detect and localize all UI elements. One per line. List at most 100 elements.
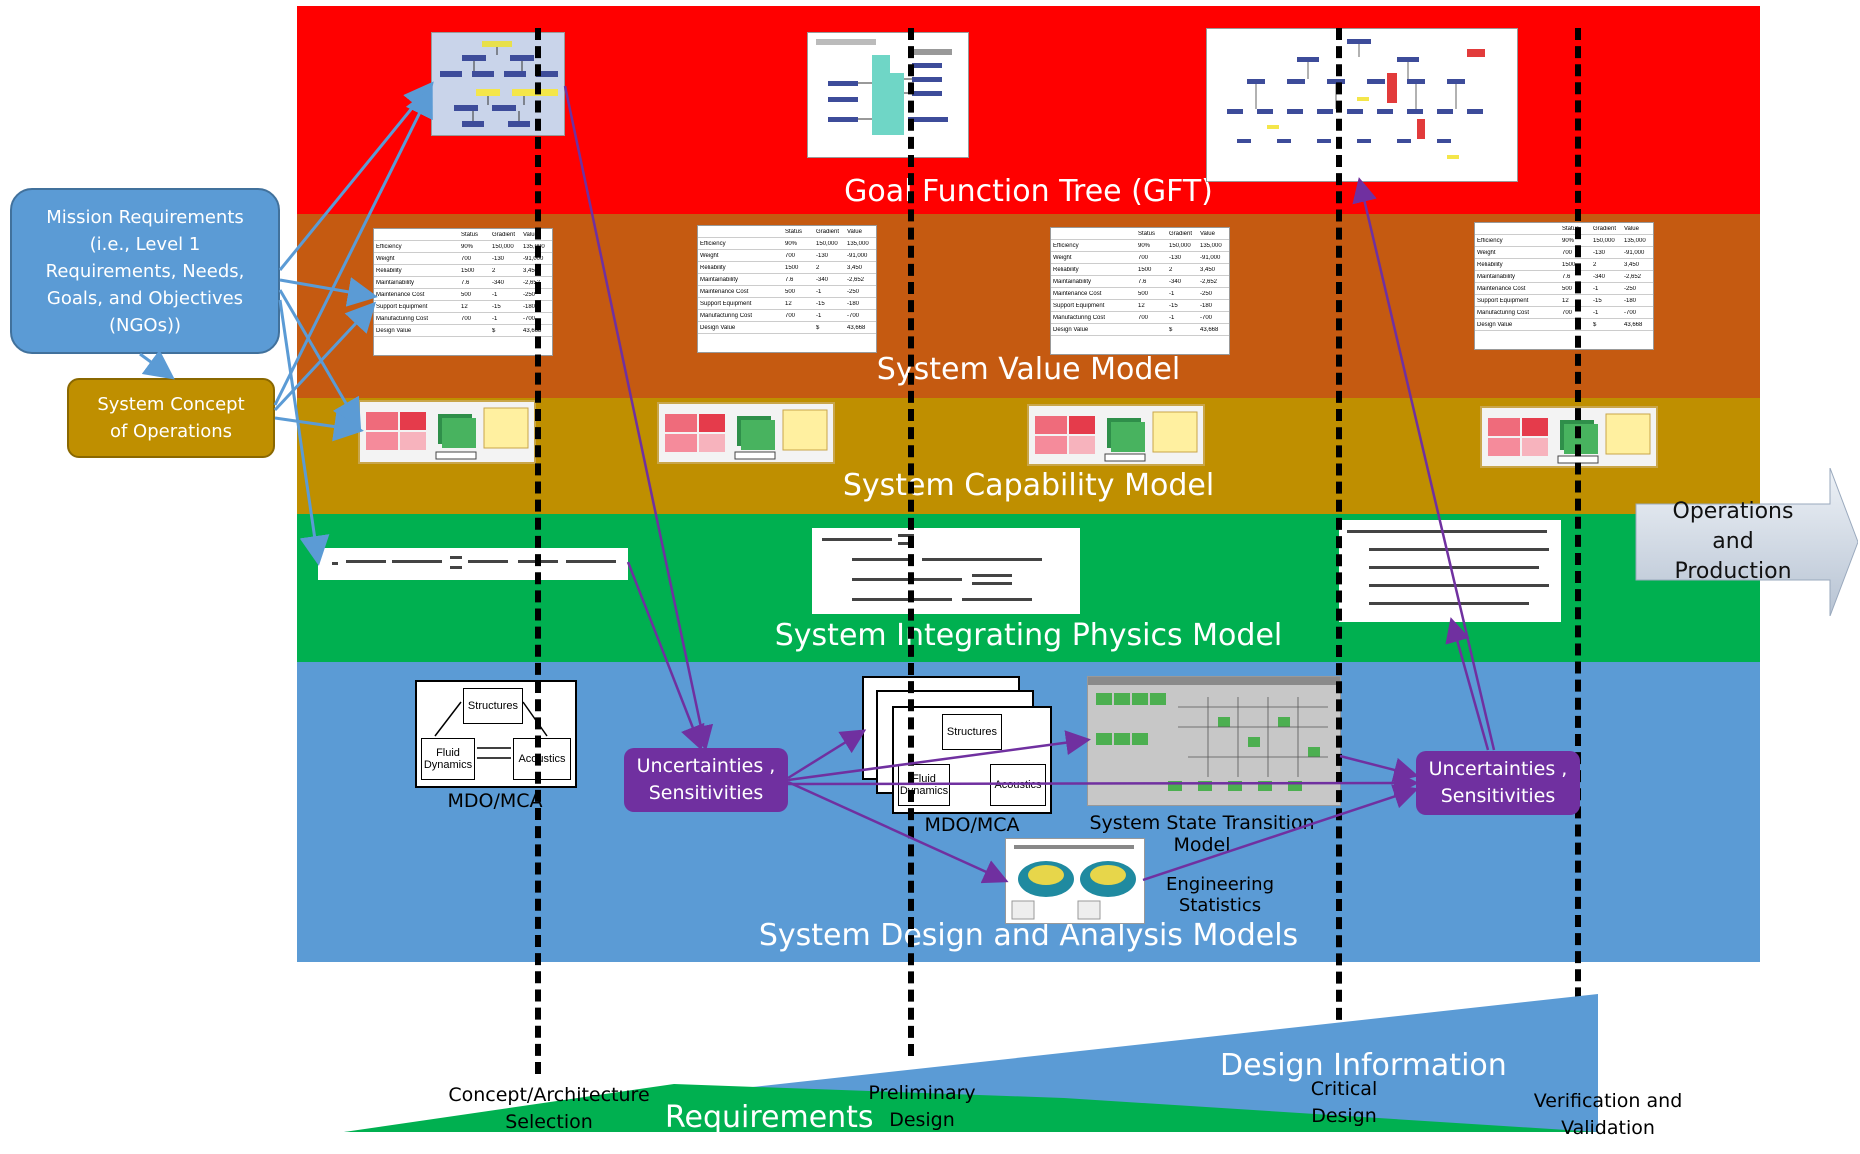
- gft-flow-diagram-2: [816, 39, 952, 135]
- band-title-value: System Value Model: [876, 352, 1181, 387]
- table-cell: -1: [816, 312, 822, 319]
- table-cell: 135,000: [523, 243, 545, 250]
- table-cell: Weight: [376, 255, 395, 262]
- table-cell: 135,000: [1624, 237, 1646, 244]
- uncertainties-callout-1: Uncertainties , Sensitivities: [624, 748, 788, 812]
- table-footer-row: Design Value$43,668: [698, 322, 876, 334]
- capability-mini-diagram-3: [1035, 411, 1198, 462]
- table-cell: Support Equipment: [700, 300, 752, 307]
- state-transition-ui: [1088, 677, 1340, 791]
- table-cell: Weight: [1477, 249, 1496, 256]
- table-cell: 700: [1138, 254, 1149, 261]
- engineering-statistics-plot: [1005, 838, 1145, 924]
- table-cell: Manufacturing Cost: [700, 312, 753, 319]
- table-cell: -91,000: [1624, 249, 1645, 256]
- gft-large-tree-diagram: [1227, 39, 1485, 159]
- table-cell: 150,000: [816, 240, 838, 247]
- table-cell: Efficiency: [1053, 242, 1079, 249]
- milestone-line-concept: [535, 28, 541, 1074]
- equation-glyphs-2: [822, 534, 1042, 601]
- table-cell: Reliability: [1053, 266, 1079, 273]
- table-cell: Manufacturing Cost: [1053, 314, 1106, 321]
- band-title-capability: System Capability Model: [842, 468, 1215, 503]
- table-cell: Manufacturing Cost: [376, 315, 429, 322]
- table-cell: -15: [492, 303, 501, 310]
- table-cell: -130: [816, 252, 829, 259]
- table-cell: $: [1593, 321, 1597, 328]
- table-cell: -700: [1624, 309, 1637, 316]
- table-cell: 1500: [785, 264, 799, 271]
- mdo-label-1: MDO/MCA: [447, 790, 543, 812]
- table-cell: 43,668: [1200, 326, 1219, 333]
- table-footer-row: Design Value$43,668: [374, 325, 552, 337]
- table-cell: -15: [1593, 297, 1602, 304]
- table-cell: -700: [1200, 314, 1213, 321]
- table-cell: Gradient: [1169, 230, 1193, 237]
- table-cell: Status: [461, 231, 479, 238]
- acoustics-box: Acoustics: [513, 738, 571, 780]
- table-cell: -180: [523, 303, 536, 310]
- table-cell: Maintainability: [376, 279, 415, 286]
- table-cell: -340: [1593, 273, 1606, 280]
- structures-box: Structures: [463, 688, 523, 724]
- table-cell: Reliability: [700, 264, 726, 271]
- mdo-diagram-1: Structures Fluid Dynamics Acoustics: [415, 680, 577, 788]
- table-cell: 7.6: [1138, 278, 1147, 285]
- table-cell: 3,450: [847, 264, 863, 271]
- fluid-dynamics-box-2: Fluid Dynamics: [898, 764, 950, 806]
- table-cell: -91,000: [523, 255, 544, 262]
- milestone-line-preliminary: [908, 28, 914, 1056]
- table-cell: 90%: [1138, 242, 1151, 249]
- structures-box-2: Structures: [942, 714, 1002, 750]
- table-cell: Value: [523, 231, 538, 238]
- table-cell: 700: [785, 312, 796, 319]
- table-cell: $: [816, 324, 820, 331]
- table-cell: -1: [492, 315, 498, 322]
- table-cell: Support Equipment: [376, 303, 428, 310]
- table-cell: Maintainability: [700, 276, 739, 283]
- table-cell: Gradient: [492, 231, 516, 238]
- table-cell: Value: [847, 228, 862, 235]
- physics-equation-1: [318, 548, 628, 580]
- table-cell: -15: [1169, 302, 1178, 309]
- mdo-arrows-1: [434, 701, 548, 759]
- table-cell: 43,668: [1624, 321, 1643, 328]
- milestone-concept: Concept/Architecture Selection: [448, 1084, 650, 1133]
- table-cell: 1500: [1562, 261, 1576, 268]
- table-cell: 12: [1138, 302, 1145, 309]
- table-cell: Design Value: [1053, 326, 1089, 333]
- table-cell: Status: [785, 228, 803, 235]
- statistics-surface-plots: [1011, 845, 1136, 920]
- table-cell: 2: [492, 267, 496, 274]
- table-cell: 2: [816, 264, 820, 271]
- operations-arrow-shape: [1635, 468, 1858, 616]
- table-cell: 7.6: [785, 276, 794, 283]
- gft-thumbnail-2: [807, 32, 969, 158]
- table-cell: -180: [1624, 297, 1637, 304]
- table-cell: -2,652: [847, 276, 865, 283]
- table-cell: Value: [1624, 225, 1639, 232]
- table-cell: 135,000: [1200, 242, 1222, 249]
- milestone-preliminary: Preliminary Design: [868, 1082, 976, 1131]
- equation-glyphs-1: [332, 556, 616, 569]
- table-cell: 500: [461, 291, 472, 298]
- table-cell: Weight: [1053, 254, 1072, 261]
- table-cell: 12: [785, 300, 792, 307]
- table-header-row: Status Gradient Value: [374, 229, 552, 241]
- table-cell: Design Value: [700, 324, 736, 331]
- mission-requirements-callout: Mission Requirements (i.e., Level 1 Requ…: [10, 188, 280, 354]
